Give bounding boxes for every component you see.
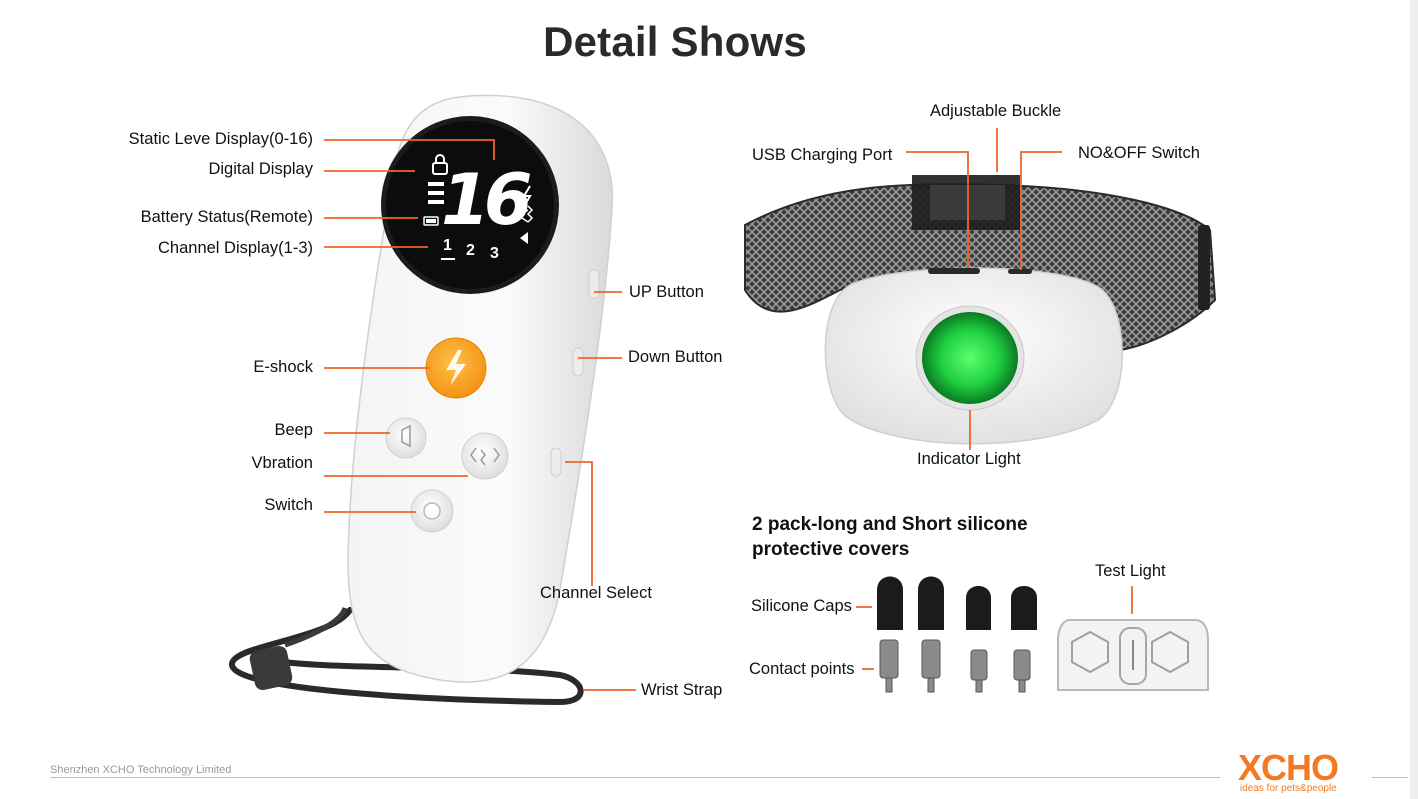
label-contact-points: Contact points xyxy=(749,660,855,678)
right-edge-bar xyxy=(1410,0,1418,799)
label-static-level: Static Leve Display(0-16) xyxy=(128,130,313,148)
label-usb-port: USB Charging Port xyxy=(752,146,893,164)
xcho-logo: XCHO xyxy=(1238,747,1339,788)
collar xyxy=(744,175,1217,445)
label-digital-display: Digital Display xyxy=(208,160,313,178)
footer-divider-left xyxy=(50,777,1220,778)
remote-leader-lines xyxy=(324,139,636,691)
label-battery-status: Battery Status(Remote) xyxy=(140,208,313,226)
vibration-icon xyxy=(521,205,534,223)
beep-icon xyxy=(520,232,528,244)
collar-leader-lines xyxy=(906,128,1062,450)
level-bars-icon xyxy=(428,182,444,204)
accessories-heading-line2: protective covers xyxy=(752,539,910,560)
lock-icon xyxy=(432,154,448,175)
lightning-icon xyxy=(522,185,532,206)
test-light xyxy=(1057,619,1209,691)
label-wrist-strap: Wrist Strap xyxy=(641,681,723,699)
silicone-caps xyxy=(877,576,1037,630)
battery-icon xyxy=(423,216,439,226)
display-channel-1: 1 xyxy=(443,237,452,254)
label-adjustable-buckle: Adjustable Buckle xyxy=(930,102,1062,120)
contact-points xyxy=(879,639,1031,693)
page-title: Detail Shows xyxy=(543,18,807,65)
label-test-light: Test Light xyxy=(1095,562,1166,580)
display-level-digits: 16 xyxy=(441,159,532,241)
footer-company: Shenzhen XCHO Technology Limited xyxy=(50,764,232,776)
label-channel-display: Channel Display(1-3) xyxy=(158,239,313,257)
label-silicone-caps: Silicone Caps xyxy=(751,597,852,615)
label-switch: Switch xyxy=(264,496,313,514)
label-eshock: E-shock xyxy=(253,358,313,376)
accessories-heading-line1: 2 pack-long and Short silicone xyxy=(752,514,1028,535)
label-channel-select: Channel Select xyxy=(540,584,652,602)
display-channel-3: 3 xyxy=(490,245,499,262)
xcho-tagline: ideas for pets&people xyxy=(1240,783,1337,794)
footer-divider-right xyxy=(1372,777,1408,778)
label-down-button: Down Button xyxy=(628,348,723,366)
accessories-heading: 2 pack-long and Short silicone protectiv… xyxy=(752,512,1028,562)
accessory-leader-lines xyxy=(856,586,1133,670)
label-vibration: Vbration xyxy=(251,454,313,472)
display-channel-2: 2 xyxy=(466,242,475,259)
remote-control xyxy=(229,94,614,706)
eshock-lightning-icon xyxy=(446,350,466,386)
label-up-button: UP Button xyxy=(629,283,704,301)
label-indicator-light: Indicator Light xyxy=(917,450,1021,468)
label-beep: Beep xyxy=(274,421,313,439)
label-on-off-switch: NO&OFF Switch xyxy=(1078,144,1200,162)
